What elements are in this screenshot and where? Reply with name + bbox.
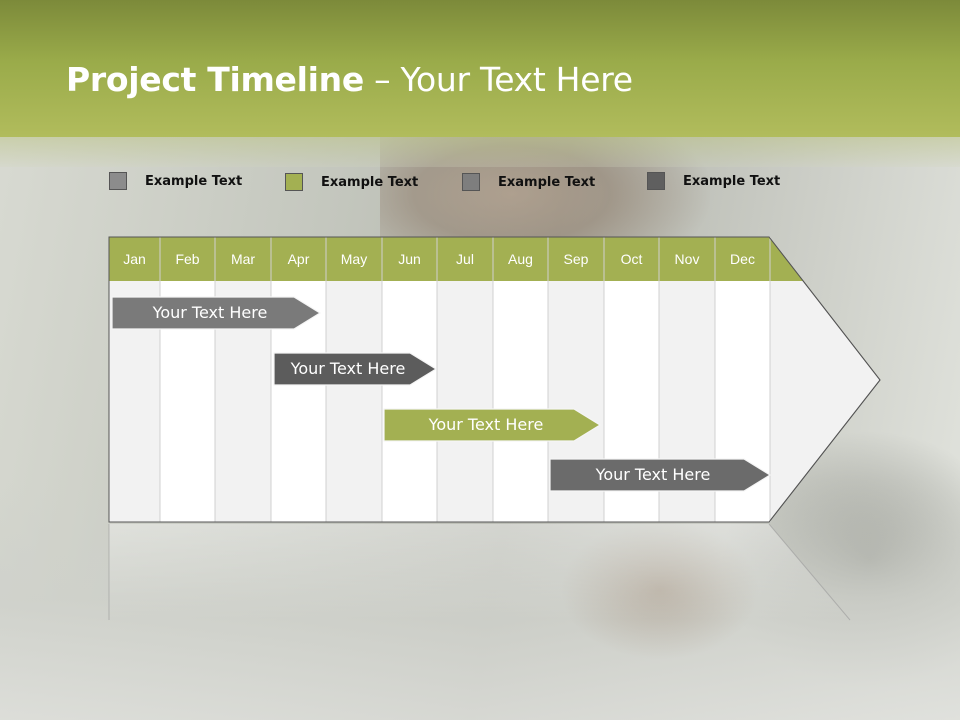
month-label: Nov <box>674 251 700 267</box>
month-label: Feb <box>175 251 200 267</box>
legend-item-4: Example Text <box>647 170 780 192</box>
legend-label-3: Example Text <box>498 174 596 190</box>
legend-swatch-4 <box>647 172 665 190</box>
task-bar-2 <box>273 352 438 386</box>
month-label: Aug <box>508 251 533 267</box>
task-label-2: Your Text Here <box>290 359 406 378</box>
legend-swatch-2 <box>285 173 303 191</box>
task-label-3: Your Text Here <box>428 415 544 434</box>
title-banner <box>0 0 960 137</box>
month-header-band <box>109 237 803 281</box>
month-label: Sep <box>563 251 589 267</box>
month-label: Dec <box>730 251 755 267</box>
task-bar-3 <box>383 408 602 442</box>
legend-label-4: Example Text <box>683 173 781 189</box>
legend-label-2: Example Text <box>321 174 419 190</box>
task-label-1: Your Text Here <box>152 303 268 322</box>
month-label: Apr <box>287 251 310 267</box>
month-label: Oct <box>620 251 643 267</box>
timeline-reflection <box>109 524 850 620</box>
month-label: Mar <box>230 251 256 267</box>
task-label-4: Your Text Here <box>595 465 711 484</box>
slide-title-rest: – Your Text Here <box>363 60 633 99</box>
task-bar-4 <box>549 458 772 492</box>
legend-item-2: Example Text <box>285 171 418 193</box>
slide-title-bold: Project Timeline <box>66 60 364 99</box>
slide-title: Project Timeline – Your Text Here <box>66 60 633 99</box>
legend-item-1: Example Text <box>109 170 242 192</box>
task-bar-1 <box>111 296 322 330</box>
month-label: May <box>340 251 368 267</box>
month-label: Jan <box>123 251 146 267</box>
legend-swatch-3 <box>462 173 480 191</box>
month-label: Jul <box>456 251 474 267</box>
legend-label-1: Example Text <box>145 173 243 189</box>
banner-strip <box>0 137 960 167</box>
legend-swatch-1 <box>109 172 127 190</box>
month-label: Jun <box>398 251 421 267</box>
legend-item-3: Example Text <box>462 171 595 193</box>
